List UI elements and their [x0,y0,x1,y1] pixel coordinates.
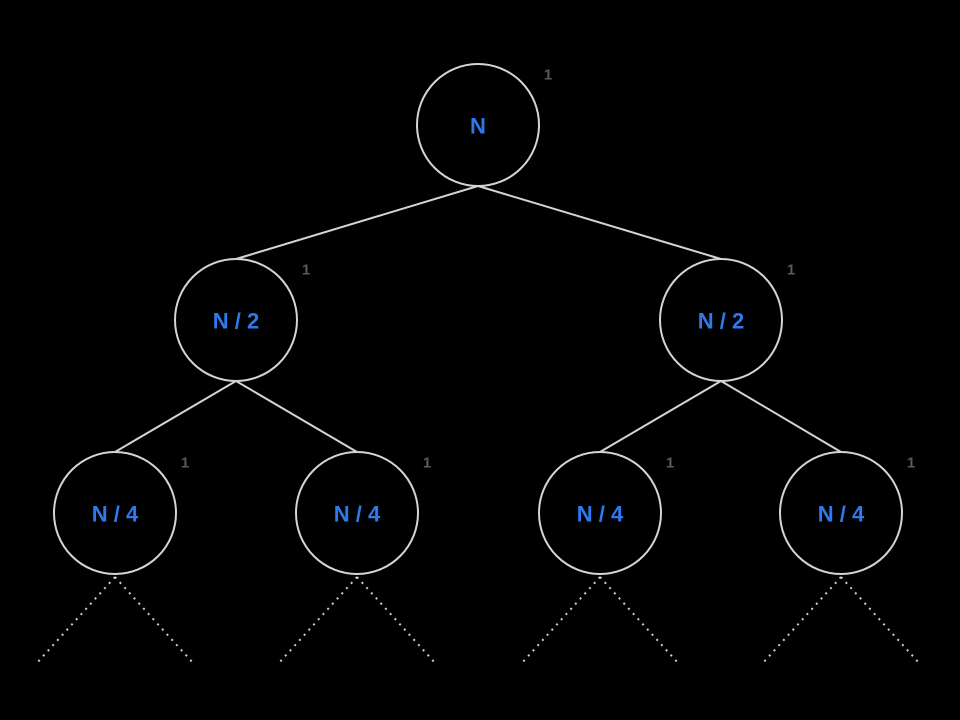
continuation-edge [35,576,116,665]
node-label: N / 2 [698,309,744,334]
tree-edge [235,185,479,260]
tree-node-circle [416,63,540,187]
tree-node-circle [659,258,783,382]
tree-node-circle [538,451,662,575]
tree-node-circle [295,451,419,575]
continuation-edge [840,576,921,665]
node-label: N [470,114,486,139]
tree-edge [114,380,237,453]
cost-label: 1 [907,455,915,472]
continuation-edge [114,576,195,665]
node-label: N / 4 [577,502,624,527]
cost-label: 1 [787,262,795,279]
tree-edge [599,380,722,453]
tree-edge [477,185,722,260]
tree-node-circle [174,258,298,382]
cost-label: 1 [423,455,431,472]
cost-label: 1 [544,67,552,84]
tree-edge [235,380,358,453]
continuation-edge [599,576,680,665]
tree-node-circle [53,451,177,575]
tree-node-circle [779,451,903,575]
cost-label: 1 [302,262,310,279]
node-label: N / 2 [213,309,259,334]
node-label: N / 4 [818,502,865,527]
continuation-edge [356,576,437,665]
cost-label: 1 [181,455,189,472]
cost-label: 1 [666,455,674,472]
continuation-edge [761,576,842,665]
node-label: N / 4 [334,502,381,527]
continuation-edge [520,576,601,665]
continuation-edge [277,576,358,665]
node-label: N / 4 [92,502,139,527]
tree-edge [720,380,842,453]
